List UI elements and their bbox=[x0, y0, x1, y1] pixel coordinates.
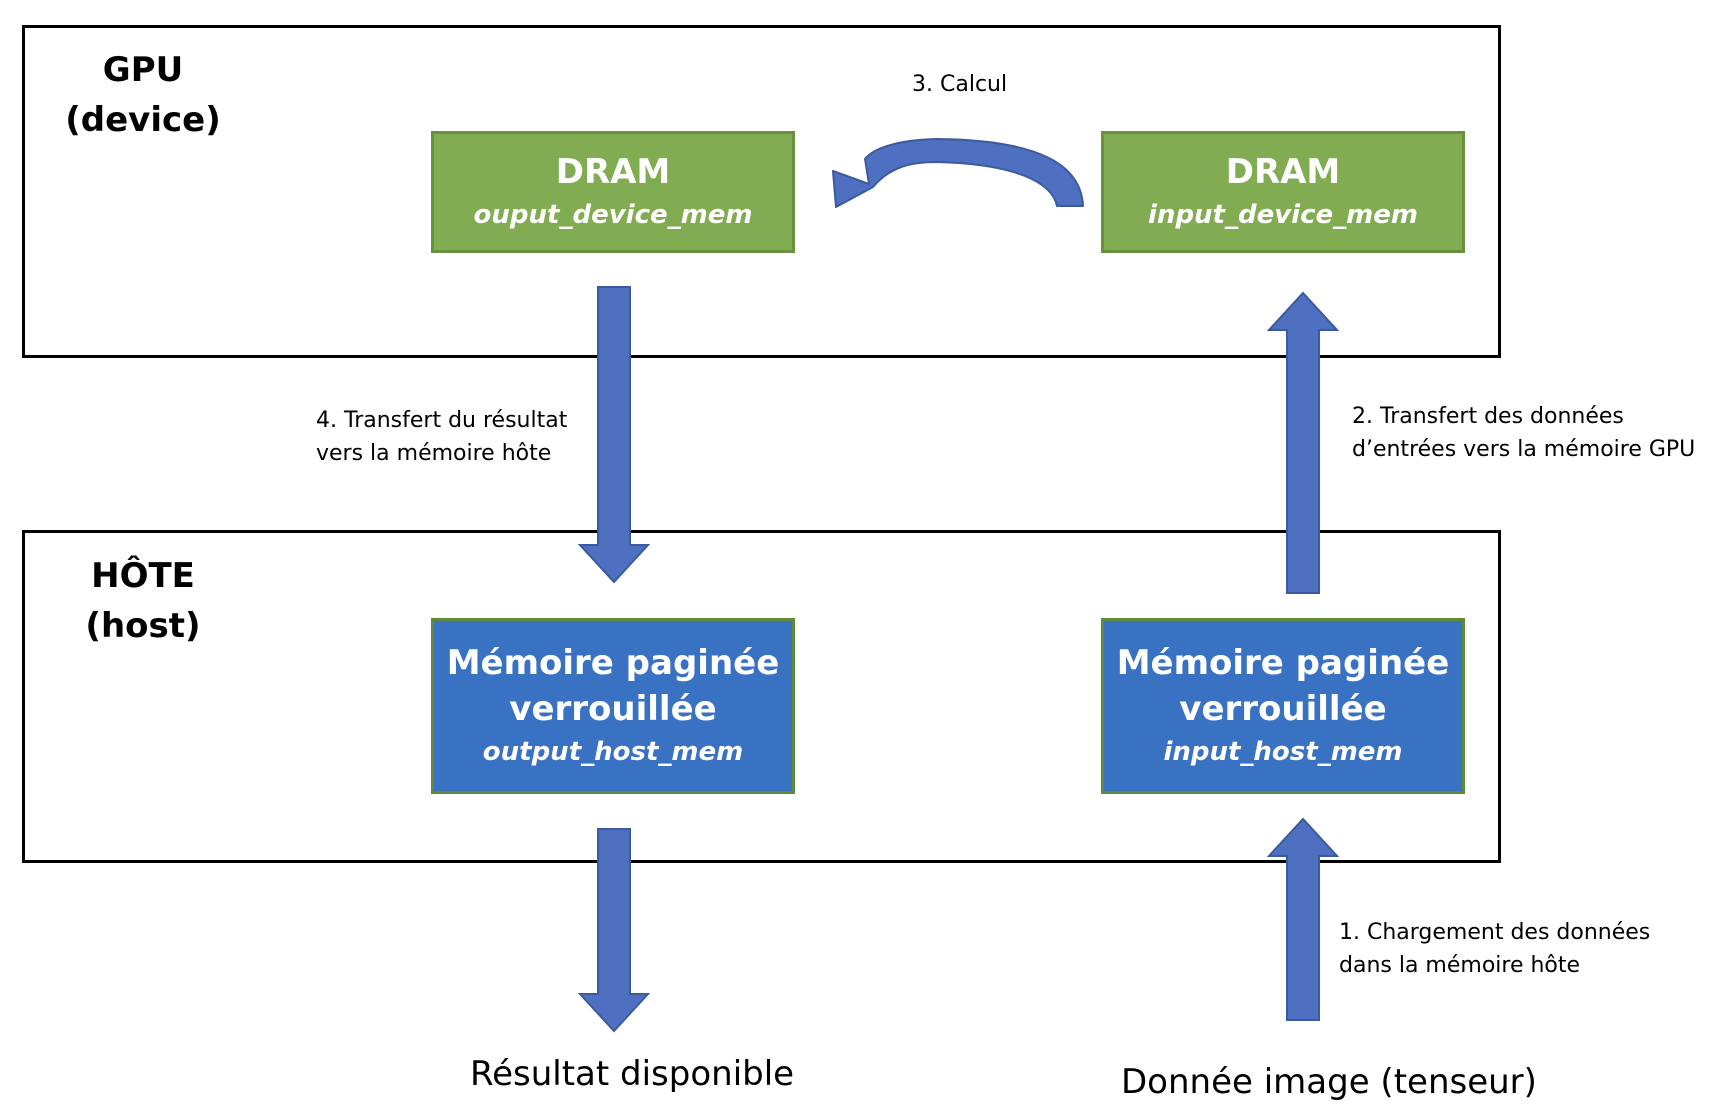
step1-label: 1. Chargement des données dans la mémoir… bbox=[1339, 916, 1650, 982]
arrow-down-transfer-result bbox=[577, 286, 651, 584]
step3-label: 3. Calcul bbox=[912, 68, 1007, 101]
dram-output-title: DRAM bbox=[555, 152, 671, 192]
arrow-curved-compute bbox=[832, 138, 1084, 208]
step2-line1: 2. Transfert des données bbox=[1352, 404, 1624, 429]
arrow-up-load-input bbox=[1266, 817, 1340, 1021]
gpu-title-line1: GPU bbox=[102, 50, 184, 90]
gpu-title-line2: (device) bbox=[65, 100, 221, 140]
result-available-label: Résultat disponible bbox=[470, 1054, 795, 1094]
host-output-var: output_host_mem bbox=[482, 737, 744, 767]
host-input-var: input_host_mem bbox=[1163, 737, 1403, 767]
host-input-memory-block: Mémoire paginée verrouillée input_host_m… bbox=[1101, 618, 1465, 794]
step1-line2: dans la mémoire hôte bbox=[1339, 953, 1581, 978]
host-output-memory-block: Mémoire paginée verrouillée output_host_… bbox=[431, 618, 795, 794]
gpu-title: GPU (device) bbox=[33, 45, 253, 145]
host-output-title-line1: Mémoire paginée bbox=[446, 643, 780, 683]
dram-input-title: DRAM bbox=[1225, 152, 1341, 192]
host-container bbox=[22, 530, 1501, 863]
step1-line1: 1. Chargement des données bbox=[1339, 920, 1651, 945]
dram-output-block: DRAM ouput_device_mem bbox=[431, 131, 795, 253]
host-output-title-line2: verrouillée bbox=[509, 689, 717, 729]
step3-line1: 3. Calcul bbox=[912, 72, 1008, 97]
host-input-title-line2: verrouillée bbox=[1179, 689, 1387, 729]
step4-line1: 4. Transfert du résultat bbox=[316, 408, 568, 433]
input-data-label: Donnée image (tenseur) bbox=[1121, 1062, 1537, 1102]
host-title-line2: (host) bbox=[85, 606, 201, 646]
step2-label: 2. Transfert des données d’entrées vers … bbox=[1352, 400, 1695, 466]
step4-line2: vers la mémoire hôte bbox=[316, 441, 552, 466]
step2-line2: d’entrées vers la mémoire GPU bbox=[1352, 437, 1696, 462]
dram-output-var: ouput_device_mem bbox=[473, 200, 753, 230]
dram-input-var: input_device_mem bbox=[1148, 200, 1418, 230]
host-input-title-line1: Mémoire paginée bbox=[1116, 643, 1450, 683]
step4-label: 4. Transfert du résultat vers la mémoire… bbox=[316, 404, 567, 470]
arrow-down-result-available bbox=[577, 828, 651, 1033]
gpu-device-container bbox=[22, 25, 1501, 358]
dram-input-block: DRAM input_device_mem bbox=[1101, 131, 1465, 253]
host-title: HÔTE (host) bbox=[33, 551, 253, 651]
host-title-line1: HÔTE bbox=[91, 556, 195, 596]
arrow-up-transfer-input bbox=[1266, 291, 1340, 594]
